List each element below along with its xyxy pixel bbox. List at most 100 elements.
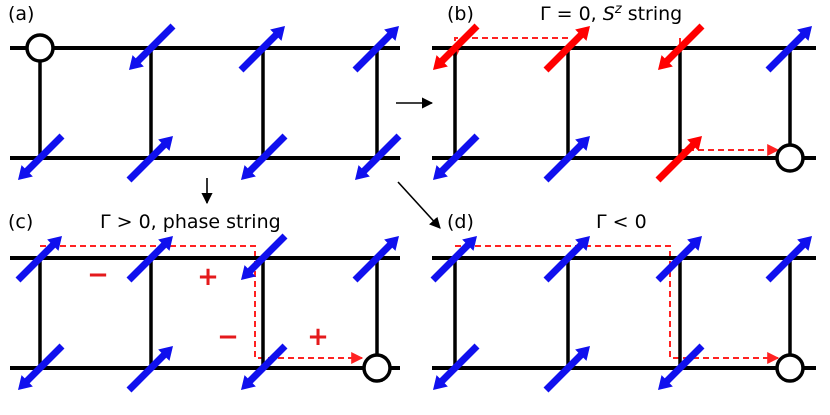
panel-label-c: (c): [8, 211, 33, 233]
spin-top-1-head: [575, 236, 590, 251]
spin-top-3-shaft: [765, 29, 809, 73]
spin-top-1-shaft: [126, 239, 170, 283]
panel-d: [430, 236, 816, 393]
arrow-a-to-d: [397, 181, 441, 229]
phase-sign-2: −: [217, 322, 239, 352]
spin-bottom-2-head: [241, 165, 256, 180]
spin-top-2-head: [270, 26, 285, 41]
spin-bottom-1-shaft: [543, 139, 587, 183]
spin-top-3: [765, 26, 812, 73]
spin-top-0-shaft: [15, 239, 59, 283]
spin-top-1-shaft: [132, 23, 176, 67]
spin-bottom-1-shaft: [126, 139, 170, 183]
flipped-spin-top-0-shaft: [436, 23, 480, 67]
spin-top-2-head: [241, 265, 256, 280]
spin-bottom-2: [241, 133, 288, 180]
spin-top-0-head: [47, 236, 62, 251]
spin-bottom-1-head: [575, 136, 590, 151]
spin-bottom-1: [543, 346, 590, 393]
spin-bottom-3: [355, 133, 402, 180]
spin-top-3-head: [797, 26, 812, 41]
flipped-spin-top-1: [543, 26, 590, 73]
spin-bottom-0: [18, 343, 65, 390]
flipped-spin-top-0-head: [433, 55, 448, 70]
spin-top-1-shaft: [543, 239, 587, 283]
hole-marker: [25, 33, 55, 63]
spin-bottom-0-shaft: [436, 133, 480, 177]
panel-b: [432, 23, 816, 183]
spin-top-0-shaft: [430, 239, 474, 283]
panel-label-d: (d): [447, 211, 474, 233]
spin-top-1: [129, 23, 176, 70]
spin-bottom-2-head: [241, 375, 256, 390]
spin-bottom-2-shaft: [244, 133, 288, 177]
spin-top-3: [352, 236, 399, 283]
hole-marker: [362, 353, 392, 383]
flipped-spin-bottom-2-shaft: [655, 139, 699, 183]
spin-bottom-1: [543, 136, 590, 183]
spin-bottom-0: [18, 133, 65, 180]
spin-bottom-0: [433, 133, 480, 180]
spin-bottom-2: [241, 343, 288, 390]
spin-top-3-shaft: [352, 239, 396, 283]
phase-sign-0: −: [87, 260, 109, 290]
sz-string-right: [679, 38, 780, 156]
spin-bottom-2-shaft: [244, 343, 288, 387]
spin-bottom-1-head: [575, 346, 590, 361]
spin-top-2-shaft: [655, 239, 699, 283]
panel-label-b: (b): [447, 3, 474, 25]
flipped-spin-top-2-shaft: [661, 23, 705, 67]
spin-bottom-1: [126, 346, 173, 393]
spin-top-3-shaft: [352, 29, 396, 73]
spin-top-3-shaft: [765, 239, 809, 283]
flipped-spin-top-0: [433, 23, 480, 70]
spin-bottom-1-head: [158, 346, 173, 361]
spin-top-2-head: [687, 236, 702, 251]
spin-top-0: [15, 236, 62, 283]
spin-top-1: [543, 236, 590, 283]
spin-bottom-0-head: [433, 165, 448, 180]
spin-bottom-0-head: [18, 375, 33, 390]
spin-bottom-2-head: [658, 375, 673, 390]
flipped-spin-top-2: [658, 23, 705, 70]
flipped-spin-top-1-shaft: [543, 29, 587, 73]
phase-string: [40, 245, 364, 364]
spin-top-1-head: [129, 55, 144, 70]
spin-bottom-0-shaft: [436, 343, 480, 387]
spin-top-3-head: [384, 236, 399, 251]
spin-top-1-head: [158, 236, 173, 251]
spin-top-3-head: [797, 236, 812, 251]
flipped-spin-bottom-2-head: [687, 136, 702, 151]
spin-top-0-head: [462, 236, 477, 251]
spin-top-3-head: [384, 26, 399, 41]
spin-bottom-0-shaft: [21, 343, 65, 387]
spin-top-2-shaft: [238, 29, 282, 73]
panel-label-a: (a): [8, 3, 34, 25]
hole-marker: [775, 143, 805, 173]
spin-top-2: [241, 233, 288, 280]
panel-caption-b: Γ = 0, Sz string: [540, 2, 682, 26]
panel-caption-c: Γ > 0, phase string: [100, 211, 281, 233]
spin-bottom-3-head: [355, 165, 370, 180]
flipped-spin-top-1-head: [575, 26, 590, 41]
phase-sign-3: +: [307, 322, 329, 352]
spin-top-1: [126, 236, 173, 283]
spin-bottom-1-head: [158, 136, 173, 151]
phase-sign-1: +: [197, 262, 219, 292]
spin-bottom-0: [433, 343, 480, 390]
spin-top-2: [238, 26, 285, 73]
spin-bottom-3-shaft: [358, 133, 402, 177]
spin-bottom-0-head: [18, 165, 33, 180]
panel-caption-d: Γ < 0: [596, 211, 647, 233]
spin-bottom-2-shaft: [661, 343, 705, 387]
flipped-spin-bottom-2: [655, 136, 702, 183]
spin-bottom-2: [658, 343, 705, 390]
spin-bottom-1: [126, 136, 173, 183]
spin-bottom-1-shaft: [543, 349, 587, 393]
spin-bottom-0-head: [433, 375, 448, 390]
spin-top-3: [352, 26, 399, 73]
negative-string: [455, 245, 780, 364]
panel-a: [10, 23, 402, 183]
spin-top-0: [430, 236, 477, 283]
